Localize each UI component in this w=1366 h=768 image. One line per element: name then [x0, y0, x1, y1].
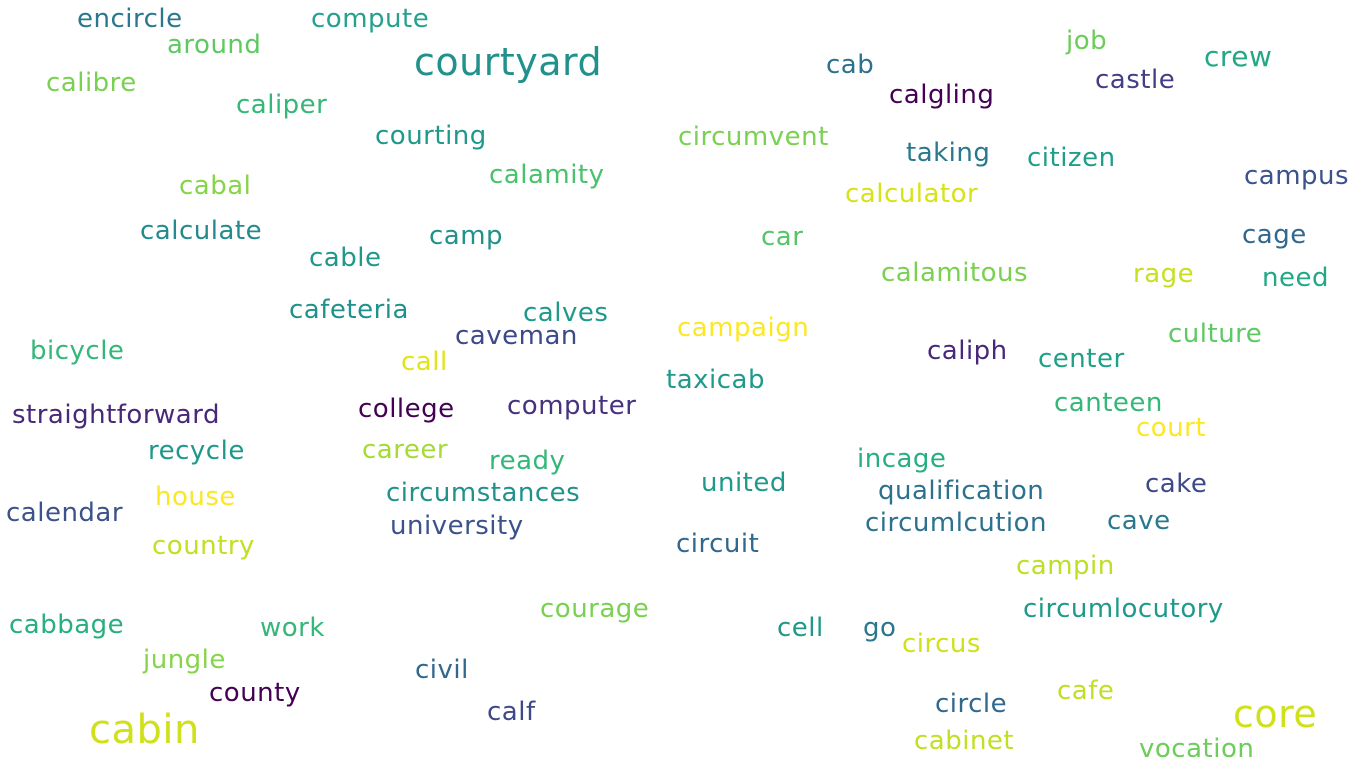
word-straightforward: straightforward [12, 400, 220, 430]
word-house: house [155, 482, 236, 512]
word-court: court [1136, 413, 1207, 443]
word-go: go [863, 613, 897, 643]
word-cafeteria: cafeteria [289, 295, 409, 325]
word-vocation: vocation [1139, 734, 1255, 764]
word-calendar: calendar [6, 498, 124, 528]
word-calves: calves [523, 298, 609, 328]
word-campin: campin [1016, 551, 1115, 581]
word-caliper: caliper [236, 90, 328, 120]
word-job: job [1066, 26, 1108, 56]
word-calf: calf [487, 697, 536, 727]
word-cabal: cabal [179, 171, 252, 201]
word-cabinet: cabinet [914, 726, 1015, 756]
word-recycle: recycle [148, 436, 245, 466]
word-calamity: calamity [489, 160, 605, 190]
word-cafe: cafe [1057, 676, 1115, 706]
word-around: around [167, 30, 262, 60]
word-circumstances: circumstances [386, 478, 581, 508]
word-campaign: campaign [677, 313, 810, 343]
word-incage: incage [857, 444, 947, 474]
word-cabbage: cabbage [9, 610, 125, 640]
word-rage: rage [1133, 259, 1195, 289]
word-circumvent: circumvent [678, 122, 829, 152]
word-cage: cage [1242, 220, 1307, 250]
word-college: college [358, 394, 455, 424]
word-courage: courage [540, 594, 650, 624]
word-united: united [701, 468, 787, 498]
word-calibre: calibre [46, 68, 137, 98]
word-courtyard: courtyard [414, 40, 603, 84]
word-bicycle: bicycle [30, 336, 125, 366]
word-country: country [152, 531, 255, 561]
word-taking: taking [906, 138, 991, 168]
word-courting: courting [375, 121, 487, 151]
word-need: need [1262, 263, 1329, 293]
word-jungle: jungle [143, 645, 226, 675]
word-calamitous: calamitous [881, 258, 1029, 288]
word-castle: castle [1095, 65, 1176, 95]
word-qualification: qualification [878, 476, 1045, 506]
word-campus: campus [1244, 161, 1350, 191]
word-core: core [1233, 692, 1318, 736]
word-culture: culture [1168, 319, 1263, 349]
word-cell: cell [777, 613, 824, 643]
word-taxicab: taxicab [666, 365, 765, 395]
word-center: center [1038, 344, 1125, 374]
word-call: call [401, 347, 448, 377]
word-work: work [260, 613, 325, 643]
word-computer: computer [507, 391, 637, 421]
word-ready: ready [489, 446, 566, 476]
word-cave: cave [1107, 506, 1171, 536]
word-cabin: cabin [89, 707, 200, 753]
word-career: career [362, 435, 449, 465]
word-civil: civil [415, 655, 469, 685]
word-calculator: calculator [845, 179, 979, 209]
word-compute: compute [311, 4, 430, 34]
word-calculate: calculate [140, 216, 263, 246]
word-encircle: encircle [77, 4, 183, 34]
word-university: university [390, 511, 524, 541]
word-caliph: caliph [927, 336, 1008, 366]
word-circumlcution: circumlcution [865, 508, 1048, 538]
word-circumlocutory: circumlocutory [1023, 594, 1224, 624]
word-citizen: citizen [1027, 143, 1116, 173]
word-canteen: canteen [1054, 388, 1163, 418]
word-caveman: caveman [455, 321, 578, 351]
word-circus: circus [902, 629, 981, 659]
word-county: county [209, 678, 301, 708]
word-crew: crew [1204, 40, 1273, 73]
word-circle: circle [935, 689, 1008, 719]
word-camp: camp [429, 221, 504, 251]
word-cable: cable [309, 243, 382, 273]
word-cab: cab [826, 50, 875, 80]
word-calgling: calgling [889, 80, 995, 110]
word-car: car [761, 222, 804, 252]
word-cake: cake [1145, 469, 1208, 499]
word-circuit: circuit [676, 529, 760, 559]
